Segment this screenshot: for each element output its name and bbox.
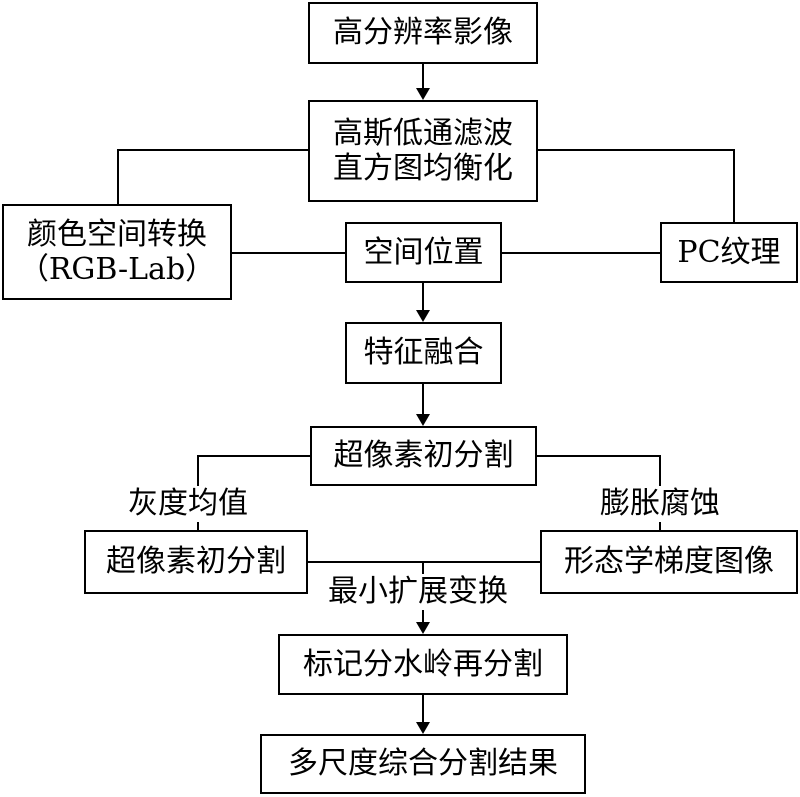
node-feature-fusion: 特征融合: [345, 322, 502, 384]
node-morph-gradient: 形态学梯度图像: [540, 530, 798, 594]
node-label: 高分辨率影像: [333, 15, 513, 51]
arrow-head: [416, 722, 430, 734]
node-preprocess: 高斯低通滤波 直方图均衡化: [308, 100, 538, 202]
node-label: 多尺度综合分割结果: [288, 746, 558, 782]
node-pc-texture: PC纹理: [660, 222, 798, 283]
arrow-head: [416, 622, 430, 634]
node-source-image: 高分辨率影像: [308, 2, 538, 64]
label-min-expand: 最小扩展变换: [328, 574, 508, 610]
label-dilate-erode: 膨胀腐蚀: [600, 486, 720, 522]
arrow-head: [416, 414, 430, 426]
node-spatial-position: 空间位置: [345, 222, 502, 283]
node-label: 特征融合: [363, 335, 484, 371]
node-label: 超像素初分割: [333, 438, 514, 474]
node-label: 空间位置: [363, 234, 484, 270]
node-label: 高斯低通滤波: [333, 115, 513, 151]
node-superpixel-left: 超像素初分割: [84, 530, 308, 594]
node-watershed: 标记分水岭再分割: [278, 634, 568, 695]
connector-preprocess-pctexture: [538, 149, 735, 222]
node-superpixel-top: 超像素初分割: [310, 426, 537, 486]
arrow-head: [416, 310, 430, 322]
node-label: 直方图均衡化: [333, 151, 513, 186]
node-label: 颜色空间转换: [27, 216, 207, 252]
node-label: 形态学梯度图像: [564, 544, 774, 580]
node-result: 多尺度综合分割结果: [260, 734, 586, 794]
node-label: PC纹理: [677, 234, 781, 270]
connector-preprocess-colorspace: [117, 149, 308, 204]
label-gray-mean: 灰度均值: [128, 486, 248, 522]
node-color-space: 颜色空间转换 （RGB-Lab）: [2, 204, 232, 300]
node-label: 标记分水岭再分割: [303, 646, 543, 682]
node-label: 超像素初分割: [106, 544, 286, 580]
node-label: （RGB-Lab）: [18, 252, 216, 287]
arrow-head: [416, 88, 430, 100]
